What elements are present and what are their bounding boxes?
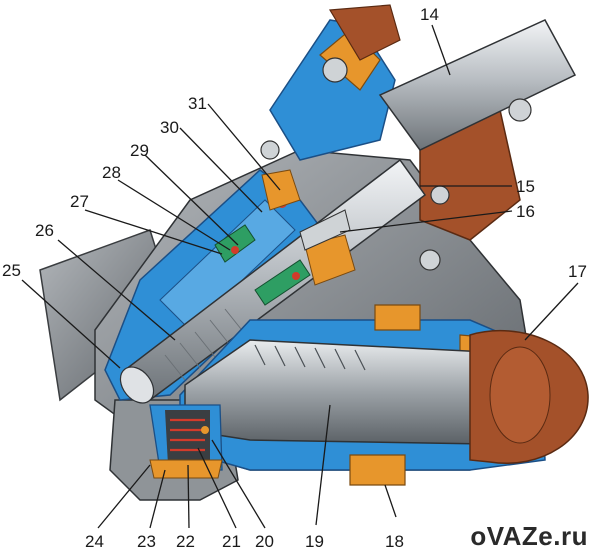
leader-14 bbox=[431, 24, 451, 76]
leader-23 bbox=[149, 469, 166, 529]
label-25: 25 bbox=[2, 261, 21, 280]
leader-22 bbox=[187, 464, 190, 529]
label-21: 21 bbox=[222, 532, 241, 551]
rack-plunger bbox=[149, 404, 223, 479]
label-30: 30 bbox=[160, 118, 179, 137]
label-15: 15 bbox=[516, 177, 535, 196]
label-31: 31 bbox=[188, 94, 207, 113]
label-18: 18 bbox=[385, 532, 404, 551]
watermark-text: oVAZe.ru bbox=[470, 521, 588, 551]
label-20: 20 bbox=[255, 532, 274, 551]
leader-29 bbox=[144, 154, 239, 246]
leader-27 bbox=[84, 209, 223, 255]
label-29: 29 bbox=[130, 141, 149, 160]
leader-lines bbox=[21, 24, 579, 529]
label-22: 22 bbox=[176, 532, 195, 551]
leader-16 bbox=[339, 210, 513, 233]
leader-19 bbox=[315, 404, 331, 526]
rubber-boot-right bbox=[469, 329, 589, 464]
label-28: 28 bbox=[102, 163, 121, 182]
leader-20 bbox=[211, 439, 266, 529]
leader-17 bbox=[524, 282, 579, 341]
label-19: 19 bbox=[305, 532, 324, 551]
label-26: 26 bbox=[35, 221, 54, 240]
leader-21 bbox=[197, 447, 237, 529]
leader-31 bbox=[207, 103, 281, 191]
leader-18 bbox=[384, 484, 397, 518]
label-16: 16 bbox=[516, 202, 535, 221]
leader-25 bbox=[21, 279, 121, 369]
steering-shaft bbox=[378, 19, 577, 151]
leader-30 bbox=[179, 127, 263, 213]
mounting-bolts bbox=[260, 98, 532, 271]
label-14: 14 bbox=[420, 5, 439, 24]
leader-24 bbox=[97, 464, 151, 529]
label-27: 27 bbox=[70, 192, 89, 211]
label-24: 24 bbox=[85, 532, 104, 551]
leader-28 bbox=[117, 179, 231, 251]
label-17: 17 bbox=[568, 262, 587, 281]
rubber-boot-top bbox=[328, 4, 521, 241]
leader-26 bbox=[57, 239, 176, 341]
callout-labels: 14 15 16 17 18 19 20 21 22 23 24 25 26 2… bbox=[2, 5, 587, 551]
label-23: 23 bbox=[137, 532, 156, 551]
